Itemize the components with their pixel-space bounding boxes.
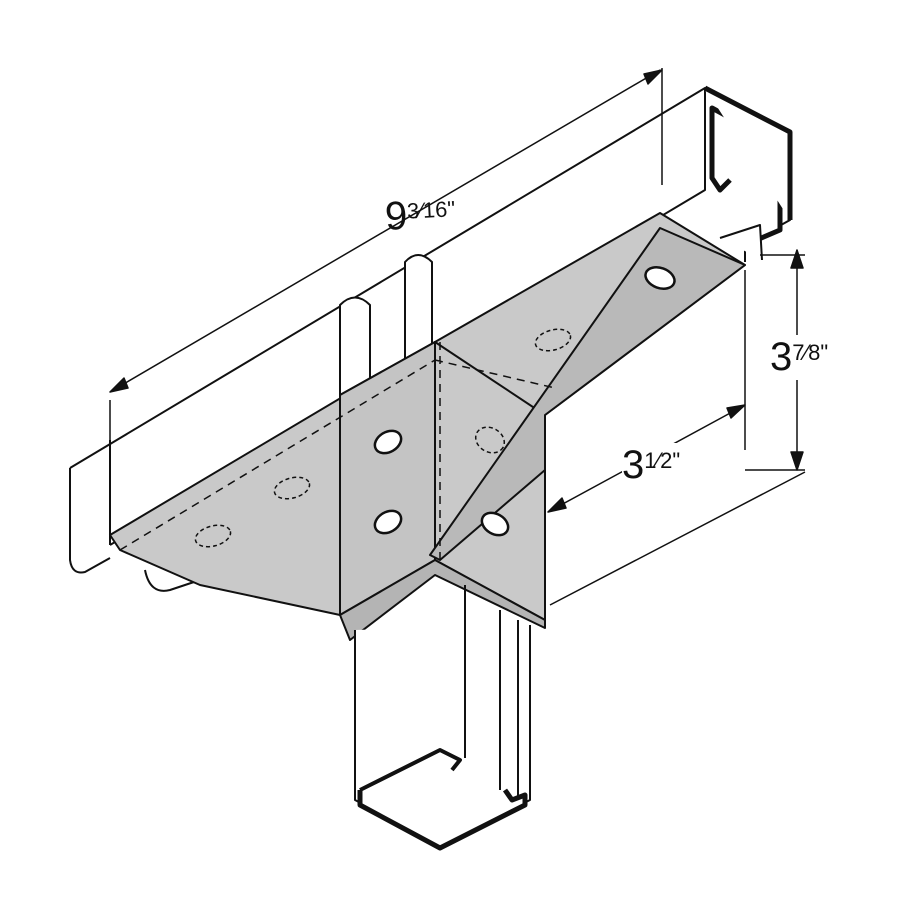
width-dimension-label: 31⁄2" xyxy=(622,443,681,488)
vertical-channel xyxy=(354,585,531,851)
hidden-holes xyxy=(194,328,572,548)
diagonal-gusset xyxy=(429,227,746,561)
length-dimension-label: 93⁄16" xyxy=(384,191,457,240)
width-fraction: 1⁄2 xyxy=(644,448,673,473)
fitting-plates xyxy=(109,212,746,641)
length-fraction: 3⁄16 xyxy=(406,196,448,224)
width-unit: " xyxy=(672,448,681,473)
height-dimension-label: 37⁄8" xyxy=(770,335,829,380)
width-whole: 3 xyxy=(622,443,645,487)
horizontal-channel xyxy=(69,85,793,592)
bottom-lip xyxy=(339,559,546,641)
length-unit: " xyxy=(446,196,456,222)
bolt-holes xyxy=(373,266,676,537)
height-fraction: 7⁄8 xyxy=(792,340,821,365)
length-whole: 9 xyxy=(383,193,409,239)
height-unit: " xyxy=(820,340,829,365)
height-whole: 3 xyxy=(770,335,793,379)
